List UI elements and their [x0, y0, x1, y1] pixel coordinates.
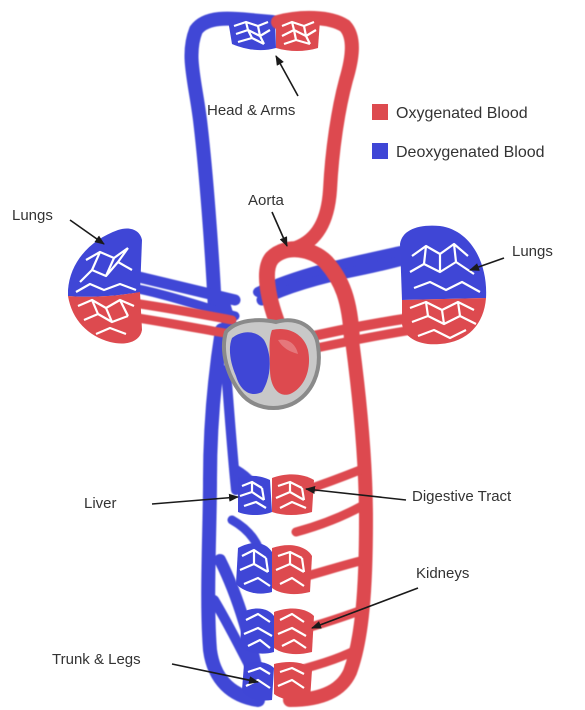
label-digestive-tract: Digestive Tract — [412, 488, 512, 505]
leader-digestive-tract — [306, 489, 406, 500]
deoxygenated-swatch — [372, 143, 388, 159]
legend-oxygenated-label: Oxygenated Blood — [396, 105, 528, 122]
legend-deoxygenated-label: Deoxygenated Blood — [396, 144, 545, 161]
label-liver: Liver — [84, 495, 117, 512]
label-lungs-left: Lungs — [12, 207, 53, 224]
leader-aorta — [272, 212, 287, 246]
label-kidneys: Kidneys — [416, 565, 469, 582]
leader-lungs-left — [70, 220, 104, 244]
label-trunk-legs: Trunk & Legs — [52, 651, 141, 668]
oxygenated-swatch — [372, 104, 388, 120]
label-lungs-right: Lungs — [512, 243, 553, 260]
heart — [224, 320, 319, 408]
legend: Oxygenated Blood Deoxygenated Blood — [372, 104, 545, 161]
label-aorta: Aorta — [248, 192, 285, 209]
leader-liver — [152, 497, 238, 504]
leader-head-arms — [276, 56, 298, 96]
label-head-arms: Head & Arms — [207, 102, 295, 119]
